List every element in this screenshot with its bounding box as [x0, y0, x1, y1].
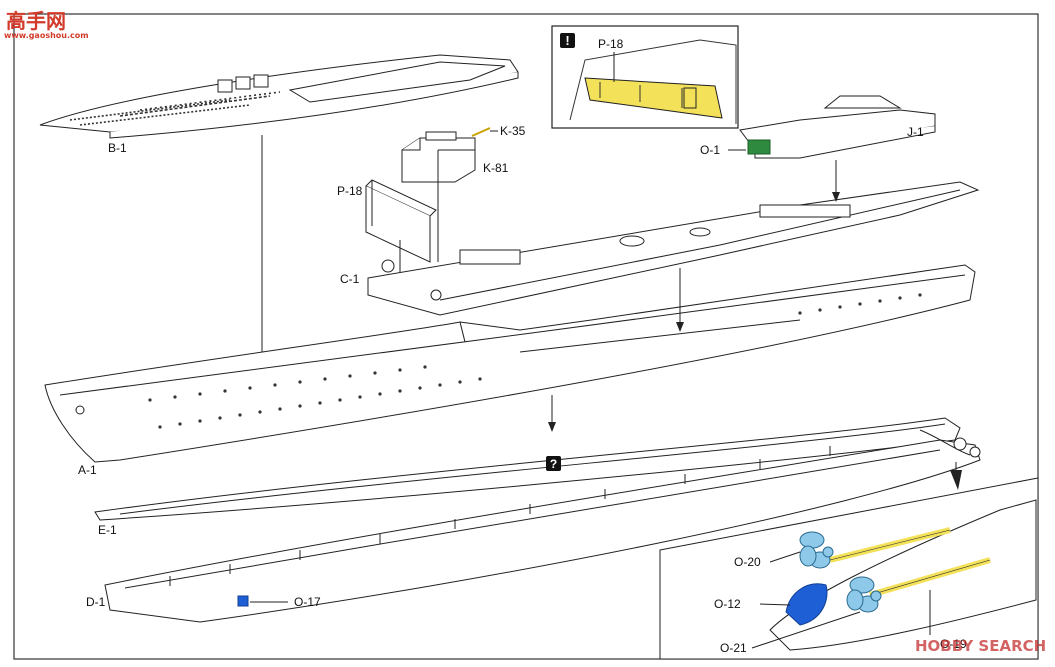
watermark-logo: 高手网 www.gaoshou.com	[4, 9, 89, 40]
part-k81	[401, 131, 476, 183]
hull-portholes	[148, 293, 922, 429]
label-o12: O-12	[714, 597, 741, 611]
part-b1	[39, 54, 519, 139]
svg-text:www.gaoshou.com: www.gaoshou.com	[4, 31, 89, 40]
label-o1: O-1	[700, 143, 720, 157]
detail-inset-p18: !	[551, 25, 739, 129]
label-j1: J-1	[907, 125, 924, 139]
part-a1	[44, 264, 976, 463]
label-o20: O-20	[734, 555, 761, 569]
label-p18-inset: P-18	[598, 37, 624, 51]
caution-icon	[560, 33, 575, 48]
label-a1: A-1	[78, 463, 97, 477]
propeller-o20	[799, 531, 834, 569]
propeller-o21	[846, 576, 882, 613]
label-k81: K-81	[483, 161, 509, 175]
label-o17: O-17	[294, 595, 321, 609]
rudder-pointer-icon	[950, 470, 962, 490]
svg-text:?: ?	[550, 457, 557, 471]
part-o1	[747, 139, 771, 155]
part-p18	[365, 179, 437, 263]
label-b1: B-1	[108, 141, 127, 155]
label-p18: P-18	[337, 184, 363, 198]
svg-text:!: !	[565, 33, 569, 48]
label-o21: O-21	[720, 641, 747, 655]
svg-text:高手网: 高手网	[6, 9, 66, 33]
label-e1: E-1	[98, 523, 117, 537]
part-o17	[237, 595, 249, 607]
part-k35	[471, 127, 491, 137]
label-c1: C-1	[340, 272, 360, 286]
label-o19: O-19	[940, 637, 967, 651]
part-e1	[94, 417, 961, 521]
detail-propeller	[659, 477, 1039, 660]
label-d1: D-1	[86, 595, 106, 609]
part-j1	[739, 95, 936, 159]
watermark-hobbysearch: HOBBY SEARCH	[915, 637, 1046, 655]
part-d1	[104, 429, 981, 623]
label-k35: K-35	[500, 124, 526, 138]
part-o12	[785, 583, 828, 626]
part-c1	[367, 181, 980, 316]
unknown-icon: ?	[546, 456, 561, 471]
page-frame	[13, 13, 1039, 660]
